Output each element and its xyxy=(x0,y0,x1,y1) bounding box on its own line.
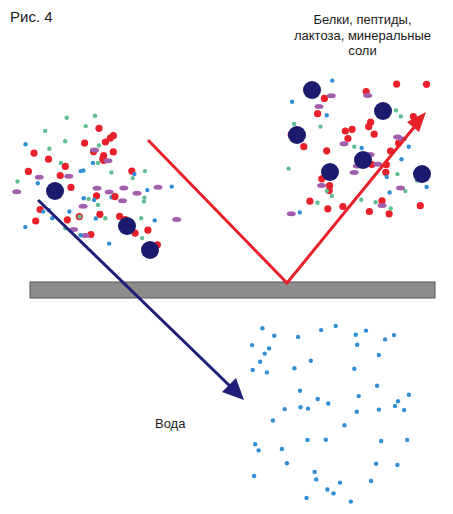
permeate-arrow xyxy=(38,200,234,390)
retentate-arrowhead xyxy=(407,112,426,132)
retentate-label: Белки, пептиды, лактоза, минеральные сол… xyxy=(290,12,435,59)
permeate-label: Вода xyxy=(155,416,215,432)
membrane xyxy=(30,282,435,298)
permeate-arrowhead xyxy=(222,378,244,400)
protein-molecules xyxy=(46,81,431,259)
retentate-path xyxy=(148,120,420,283)
figure-number: Рис. 4 xyxy=(10,8,90,26)
